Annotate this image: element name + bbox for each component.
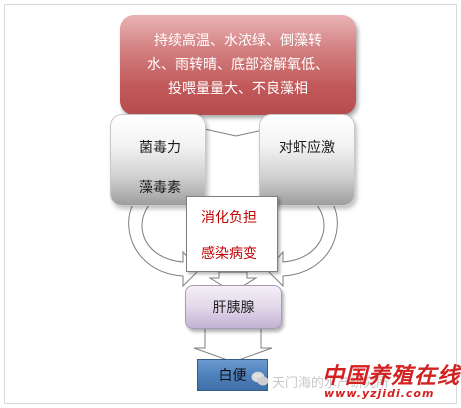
liver-box: 肝胰腺 <box>185 285 282 329</box>
brand-url: www.yzjidi.com <box>324 387 435 400</box>
effect-box: 消化负担 感染病变 <box>186 196 278 272</box>
right-curved-arrow <box>266 183 338 288</box>
causes-box: 持续高温、水浓绿、倒藻转 水、雨转晴、底部溶解氧低、 投喂量量大、不良藻相 <box>120 15 356 115</box>
stress-label: 对虾应激 <box>279 140 335 156</box>
toxin-line-1: 菌毒力 <box>139 140 181 156</box>
left-curved-arrow <box>128 183 200 288</box>
effect-line-2: 感染病变 <box>201 246 257 262</box>
down-arrow-liver <box>193 327 273 363</box>
effect-line-1: 消化负担 <box>201 210 257 226</box>
toxin-box: 菌毒力 藻毒素 <box>110 114 206 206</box>
causes-line-3: 投喂量量大、不良藻相 <box>168 81 308 97</box>
causes-line-2: 水、雨转晴、底部溶解氧低、 <box>147 57 329 73</box>
toxin-line-2: 藻毒素 <box>139 180 181 196</box>
causes-line-1: 持续高温、水浓绿、倒藻转 <box>154 33 322 49</box>
white-stool-label: 白便 <box>218 368 247 384</box>
liver-label: 肝胰腺 <box>212 300 255 316</box>
watermark-source: 天门海的水产研究所 <box>272 376 390 391</box>
brand-logo-text: 中国养殖在线 <box>322 363 461 389</box>
stress-box: 对虾应激 <box>259 114 355 206</box>
wechat-icon <box>251 371 269 386</box>
